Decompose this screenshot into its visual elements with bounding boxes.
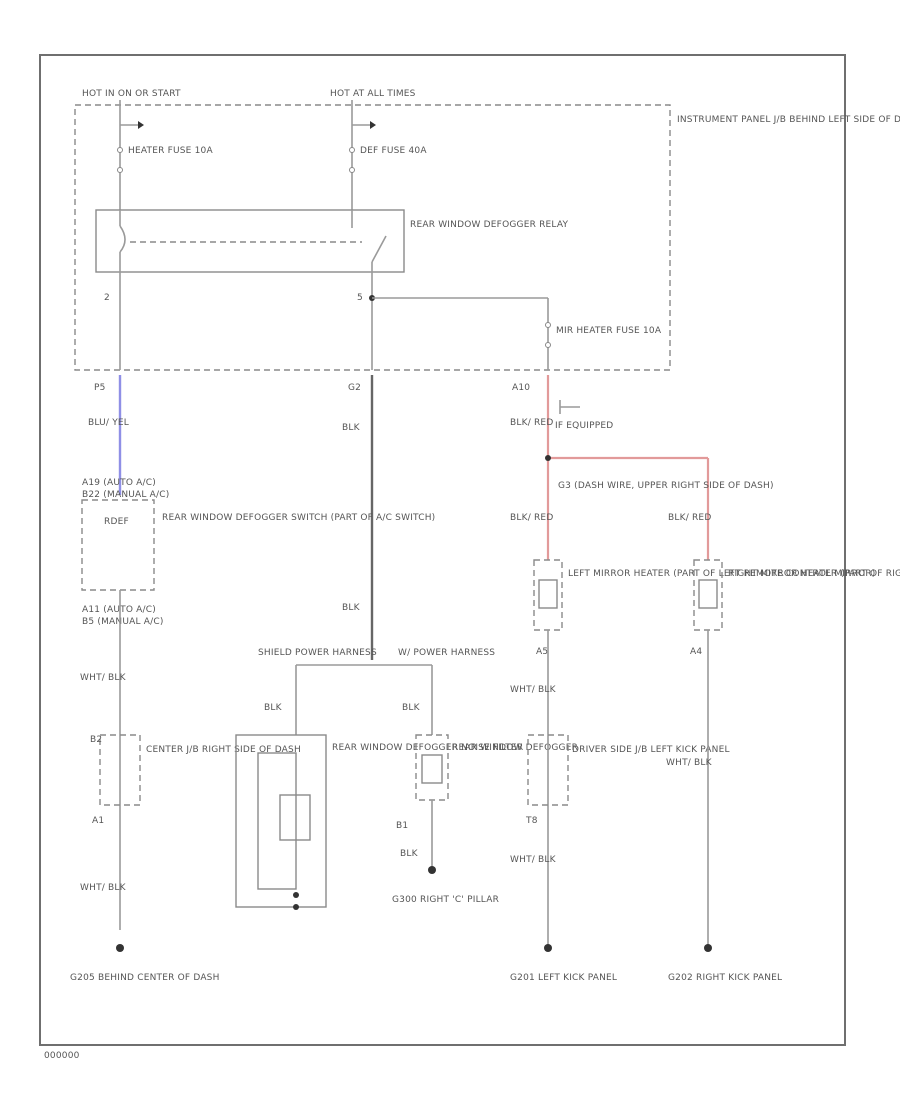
wire-color-blk-ground: BLK — [400, 849, 419, 859]
wire-color-blk-red-3: BLK/ RED — [668, 513, 711, 523]
if-equipped-label: IF EQUIPPED — [555, 421, 613, 431]
source-hot-all-times-label: HOT AT ALL TIMES — [330, 89, 416, 99]
connector-p5: P5 — [94, 383, 106, 393]
harness-right-label: W/ POWER HARNESS — [398, 648, 495, 658]
corner-code: 000000 — [44, 1051, 80, 1061]
wire-color-wht-blk-2: WHT/ BLK — [80, 883, 127, 893]
connector-a10: A10 — [512, 383, 530, 393]
defogger-label: REAR WINDOW DEFOGGER — [452, 743, 578, 753]
source-hot-on-label: HOT IN ON OR START — [82, 89, 181, 99]
wire-color-blk-main: BLK — [342, 423, 361, 433]
heater-fuse-label: HEATER FUSE 10A — [128, 146, 213, 156]
relay-pin-2: 2 — [104, 293, 110, 303]
junction-dot-red — [545, 455, 551, 461]
heater-fuse-symbol — [117, 125, 123, 210]
wire-color-wht-blk-3: WHT/ BLK — [510, 685, 557, 695]
center-jb-box — [99, 734, 141, 806]
wire-color-wht-blk-1: WHT/ BLK — [80, 673, 127, 683]
ground-label-2: G300 RIGHT 'C' PILLAR — [392, 895, 499, 905]
mirror-heater-fuse-label: MIR HEATER FUSE 10A — [556, 326, 662, 336]
defogger-relay-switch — [119, 210, 387, 272]
relay-label: REAR WINDOW DEFOGGER RELAY — [410, 220, 569, 230]
connector-a1: A1 — [92, 816, 104, 826]
connector-a11-note: A11 (AUTO A/C) — [82, 605, 156, 615]
defogger-switch-box — [81, 499, 155, 591]
diagram-frame — [39, 54, 846, 1046]
connector-a4: A4 — [690, 647, 702, 657]
defogger-switch-label: REAR WINDOW DEFOGGER SWITCH (PART OF A/C… — [162, 513, 435, 523]
def-fuse-label: DEF FUSE 40A — [360, 146, 427, 156]
ground-point-4 — [704, 944, 712, 952]
ground-point-1 — [116, 944, 124, 952]
noise-filter-element — [279, 794, 311, 841]
connector-a19-note: A19 (AUTO A/C) — [82, 478, 156, 488]
right-mirror-element — [698, 579, 718, 609]
center-jb-label: CENTER J/B RIGHT SIDE OF DASH — [146, 745, 301, 755]
defogger-relay-box — [95, 209, 405, 273]
wire-color-blk-lower: BLK — [342, 603, 361, 613]
wire-color-blk-red-2: BLK/ RED — [510, 513, 553, 523]
connector-b2: B2 — [90, 735, 102, 745]
connector-b22-note: B22 (MANUAL A/C) — [82, 490, 169, 500]
source-arrow-right — [351, 100, 376, 129]
wire-color-blk-red-1: BLK/ RED — [510, 418, 553, 428]
connector-g2: G2 — [348, 383, 361, 393]
harness-left-label: SHIELD POWER HARNESS — [258, 648, 377, 658]
junction-block-label: INSTRUMENT PANEL J/B BEHIND LEFT SIDE OF… — [677, 115, 900, 125]
wire-color-blu-yel: BLU/ YEL — [88, 418, 129, 428]
left-mirror-box — [533, 559, 563, 631]
wire-color-wht-blk-4: WHT/ BLK — [510, 855, 557, 865]
noise-filter-dot — [293, 892, 299, 898]
def-fuse-symbol — [349, 125, 355, 210]
noise-filter-dot-2 — [293, 904, 299, 910]
connector-g3: G3 (DASH WIRE, UPPER RIGHT SIDE OF DASH) — [558, 481, 774, 491]
connector-b1: B1 — [396, 821, 408, 831]
driver-jb-label: DRIVER SIDE J/B LEFT KICK PANEL — [572, 745, 730, 755]
driver-jb-box — [527, 734, 569, 806]
ground-label-3: G201 LEFT KICK PANEL — [510, 973, 617, 983]
left-mirror-element — [538, 579, 558, 609]
connector-b5-note: B5 (MANUAL A/C) — [82, 617, 164, 627]
wire-color-wht-blk-5: WHT/ BLK — [666, 758, 713, 768]
right-mirror-label: RIGHT MIRROR HEATER (PART OF RIGHT REMOT… — [728, 569, 900, 579]
noise-filter-label: REAR WINDOW DEFOGGER NOISE FILTER — [332, 743, 523, 753]
if-equipped-arrow — [559, 400, 580, 414]
ground-point-3 — [544, 944, 552, 952]
noise-filter-inner — [257, 752, 297, 890]
connector-t8: T8 — [525, 816, 538, 826]
switch-inner-label: RDEF — [104, 517, 129, 527]
defogger-element — [421, 754, 443, 784]
wire-color-blk-filter: BLK — [264, 703, 283, 713]
noise-filter-box — [235, 734, 327, 908]
ground-label-4: G202 RIGHT KICK PANEL — [668, 973, 782, 983]
ground-point-2 — [428, 866, 436, 874]
source-arrow-left — [119, 100, 144, 129]
mirror-heater-fuse-symbol — [545, 322, 551, 348]
relay-pin-5: 5 — [357, 293, 363, 303]
ground-label-1: G205 BEHIND CENTER OF DASH — [70, 973, 220, 983]
wire-color-blk-defogger: BLK — [402, 703, 421, 713]
connector-a5: A5 — [536, 647, 548, 657]
